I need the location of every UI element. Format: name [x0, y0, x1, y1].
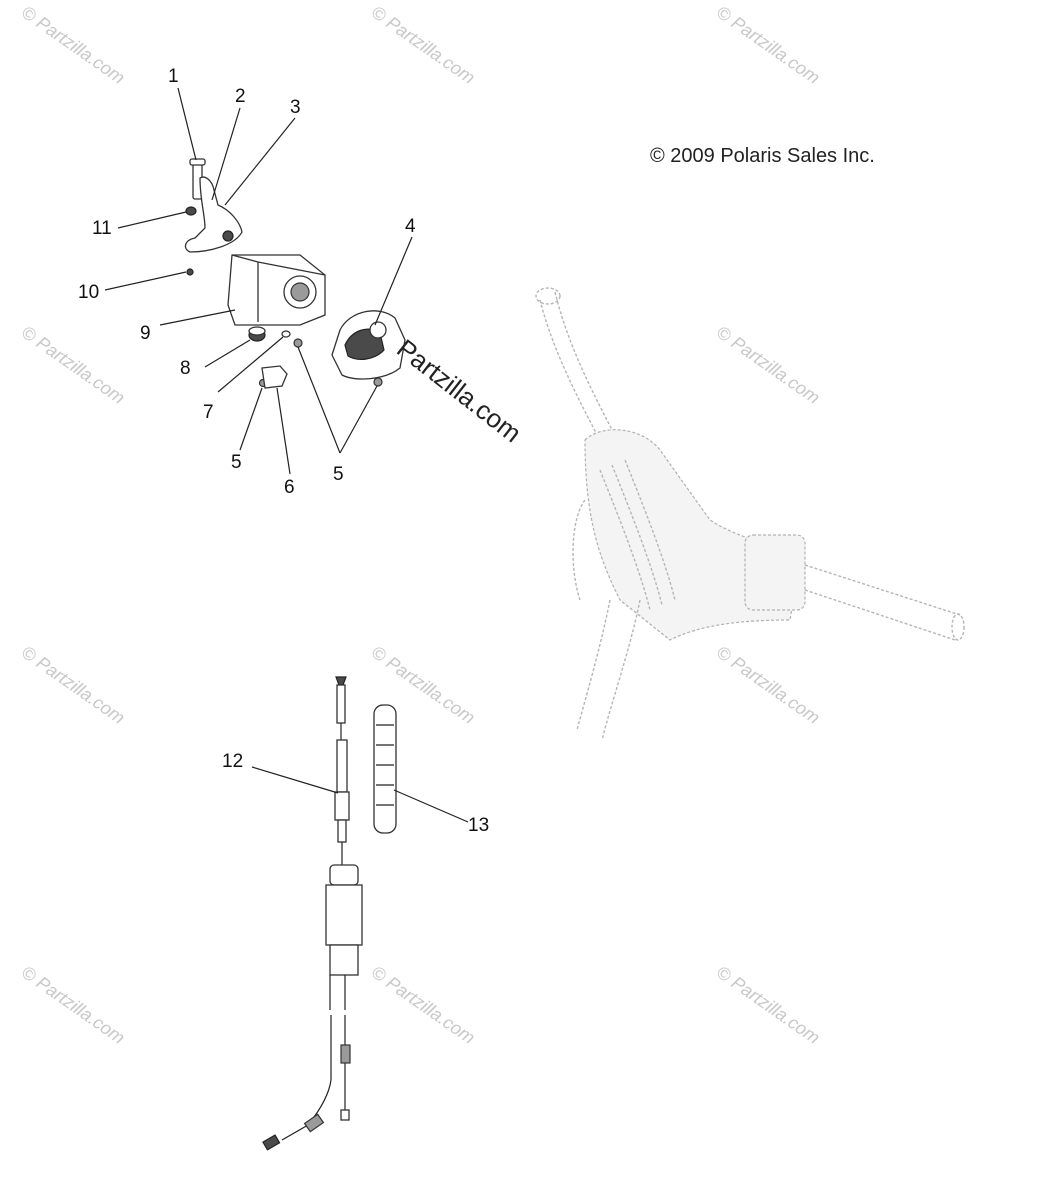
callout-2: 2 — [235, 86, 246, 107]
callouts: 1 2 3 4 11 10 9 8 7 5 6 5 12 13 — [78, 66, 489, 836]
callout-7: 7 — [203, 402, 214, 423]
callout-5a: 5 — [231, 452, 242, 473]
callout-10: 10 — [78, 282, 99, 303]
callout-6: 6 — [284, 477, 295, 498]
leader-lines — [104, 87, 469, 823]
callout-1: 1 — [168, 66, 179, 87]
watermark: © Partzilla.com — [713, 962, 824, 1048]
callout-11: 11 — [92, 218, 112, 239]
watermark: © Partzilla.com — [713, 322, 824, 408]
watermark: © Partzilla.com — [713, 642, 824, 728]
watermark: © Partzilla.com — [368, 962, 479, 1048]
callout-8: 8 — [180, 358, 191, 379]
watermark: © Partzilla.com — [713, 2, 824, 88]
callout-9: 9 — [140, 323, 151, 344]
callout-13: 13 — [468, 815, 489, 836]
callout-4: 4 — [405, 216, 416, 237]
watermark: © Partzilla.com — [18, 962, 129, 1048]
callout-3: 3 — [290, 97, 301, 118]
callout-5b: 5 — [333, 464, 344, 485]
watermark: © Partzilla.com — [18, 2, 129, 88]
watermark: © Partzilla.com — [18, 642, 129, 728]
copyright-text: © 2009 Polaris Sales Inc. — [650, 145, 875, 167]
handlebar-ghost-illustration — [535, 287, 965, 741]
callout-12: 12 — [222, 751, 243, 772]
watermark: © Partzilla.com — [18, 322, 129, 408]
watermark: © Partzilla.com — [368, 2, 479, 88]
cable-assembly-illustration — [262, 676, 397, 1151]
throttle-assembly-illustration — [184, 158, 406, 389]
center-watermark: Partzilla.com — [391, 333, 527, 448]
